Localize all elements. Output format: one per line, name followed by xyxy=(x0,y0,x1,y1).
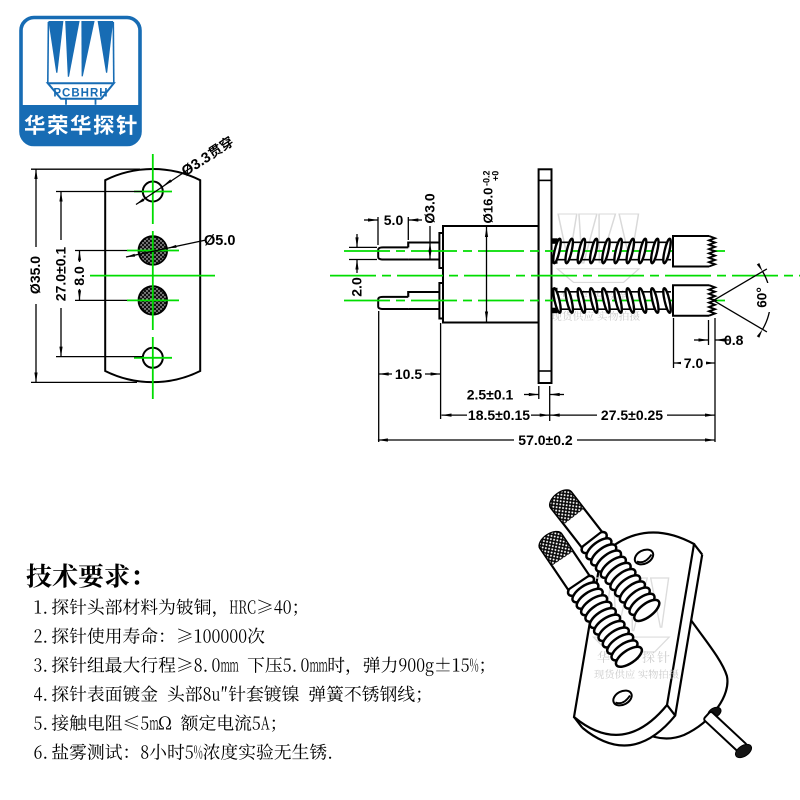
svg-text:27.0±0.1: 27.0±0.1 xyxy=(53,247,69,302)
svg-text:2.0: 2.0 xyxy=(349,277,365,297)
svg-text:Ø3.0: Ø3.0 xyxy=(422,193,438,224)
svg-text:0.8: 0.8 xyxy=(724,332,744,348)
svg-text:10.5: 10.5 xyxy=(395,366,422,382)
svg-text:2.5±0.1: 2.5±0.1 xyxy=(467,387,514,403)
svg-text:57.0±0.2: 57.0±0.2 xyxy=(518,432,573,448)
svg-text:Ø5.0: Ø5.0 xyxy=(204,233,235,249)
svg-text:27.5±0.25: 27.5±0.25 xyxy=(601,407,663,423)
svg-text:7.0: 7.0 xyxy=(684,355,704,371)
svg-text:8.0: 8.0 xyxy=(71,266,87,286)
svg-text:Ø35.0: Ø35.0 xyxy=(27,256,43,294)
svg-text:+0: +0 xyxy=(491,171,501,181)
svg-text:PCBHRH: PCBHRH xyxy=(53,88,108,100)
svg-text:60°: 60° xyxy=(755,287,770,307)
svg-text:18.5±0.15: 18.5±0.15 xyxy=(468,407,530,423)
svg-text:Ø16.0: Ø16.0 xyxy=(481,188,496,224)
svg-text:-0.2: -0.2 xyxy=(482,170,492,186)
svg-text:5.0: 5.0 xyxy=(384,212,404,228)
